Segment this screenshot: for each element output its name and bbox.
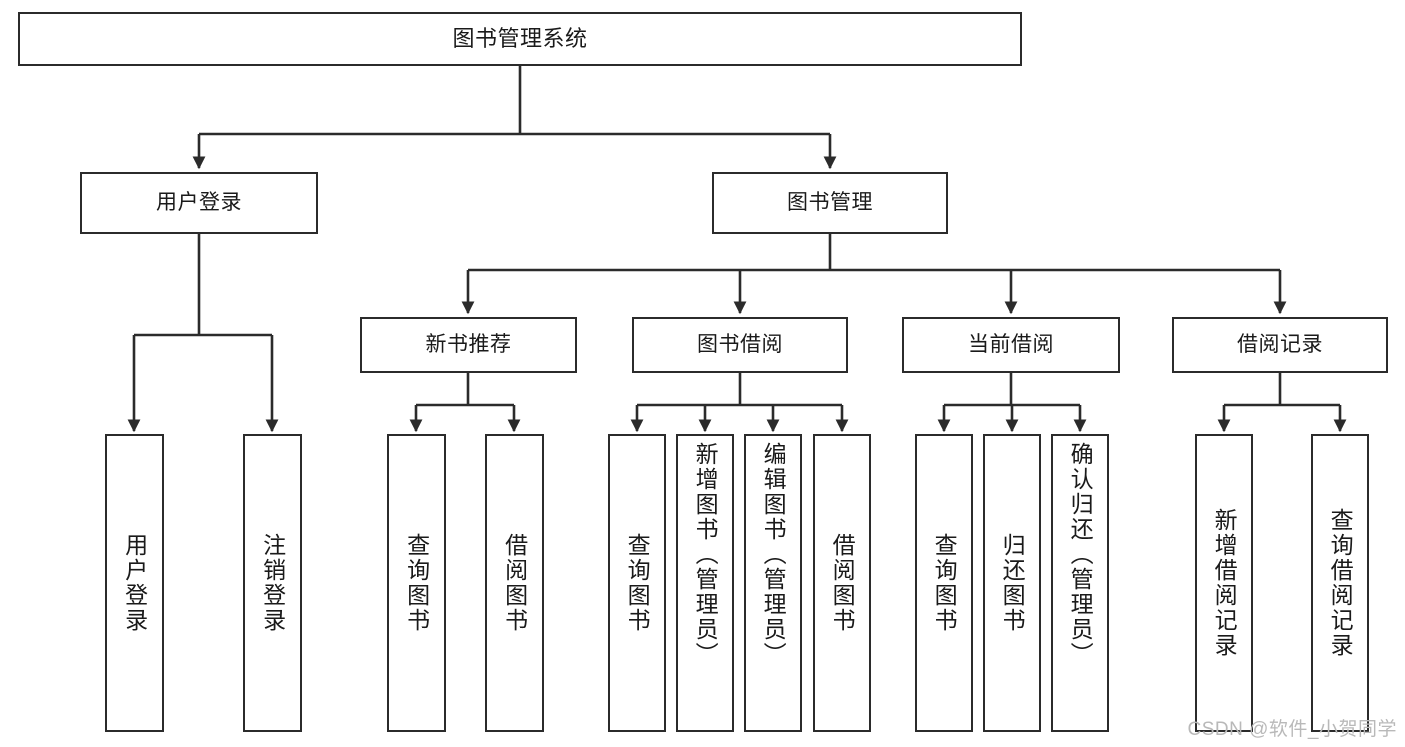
node-root-label: 图书管理系统 — [452, 26, 588, 52]
node-user-login[interactable]: 用户登录 — [80, 172, 318, 234]
node-borrow-record[interactable]: 借阅记录 — [1172, 317, 1388, 373]
node-book-management[interactable]: 图书管理 — [712, 172, 948, 234]
node-leaf-add-record-label: 新增借阅记录 — [1211, 508, 1238, 658]
node-leaf-add-book[interactable]: 新增图书（管理员） — [676, 434, 734, 732]
node-leaf-confirm-return[interactable]: 确认归还（管理员） — [1051, 434, 1109, 732]
node-leaf-query-book-2[interactable]: 查询图书 — [608, 434, 666, 732]
node-leaf-query-record[interactable]: 查询借阅记录 — [1311, 434, 1369, 732]
node-leaf-query-record-label: 查询借阅记录 — [1327, 508, 1354, 658]
node-leaf-edit-book-label: 编辑图书（管理员） — [760, 442, 787, 667]
node-leaf-query-book-2-label: 查询图书 — [624, 533, 651, 633]
node-leaf-user-logout-label: 注销登录 — [259, 533, 286, 633]
node-leaf-add-book-label: 新增图书（管理员） — [692, 442, 719, 667]
node-leaf-query-book-3[interactable]: 查询图书 — [915, 434, 973, 732]
node-current-borrow[interactable]: 当前借阅 — [902, 317, 1120, 373]
node-leaf-borrow-book-1[interactable]: 借阅图书 — [485, 434, 544, 732]
node-leaf-borrow-book-1-label: 借阅图书 — [501, 533, 528, 633]
node-leaf-user-logout[interactable]: 注销登录 — [243, 434, 302, 732]
node-borrow-record-label: 借阅记录 — [1237, 333, 1323, 357]
node-user-login-label: 用户登录 — [156, 191, 242, 215]
node-root[interactable]: 图书管理系统 — [18, 12, 1022, 66]
node-leaf-confirm-return-label: 确认归还（管理员） — [1067, 442, 1094, 667]
node-leaf-return-book[interactable]: 归还图书 — [983, 434, 1041, 732]
csdn-watermark: CSDN @软件_小贺同学 — [1187, 719, 1397, 740]
node-book-management-label: 图书管理 — [787, 191, 873, 215]
node-current-borrow-label: 当前借阅 — [968, 333, 1054, 357]
node-new-book-recommend[interactable]: 新书推荐 — [360, 317, 577, 373]
node-leaf-return-book-label: 归还图书 — [999, 533, 1026, 633]
node-leaf-add-record[interactable]: 新增借阅记录 — [1195, 434, 1253, 732]
node-book-borrow-label: 图书借阅 — [697, 333, 783, 357]
node-leaf-borrow-book-2[interactable]: 借阅图书 — [813, 434, 871, 732]
node-leaf-user-login-label: 用户登录 — [121, 533, 148, 633]
node-book-borrow[interactable]: 图书借阅 — [632, 317, 848, 373]
node-new-book-recommend-label: 新书推荐 — [425, 333, 512, 357]
node-leaf-query-book-3-label: 查询图书 — [931, 533, 958, 633]
node-leaf-edit-book[interactable]: 编辑图书（管理员） — [744, 434, 802, 732]
node-leaf-query-book-1-label: 查询图书 — [403, 533, 430, 633]
node-leaf-borrow-book-2-label: 借阅图书 — [829, 533, 856, 633]
node-leaf-user-login[interactable]: 用户登录 — [105, 434, 164, 732]
node-leaf-query-book-1[interactable]: 查询图书 — [387, 434, 446, 732]
